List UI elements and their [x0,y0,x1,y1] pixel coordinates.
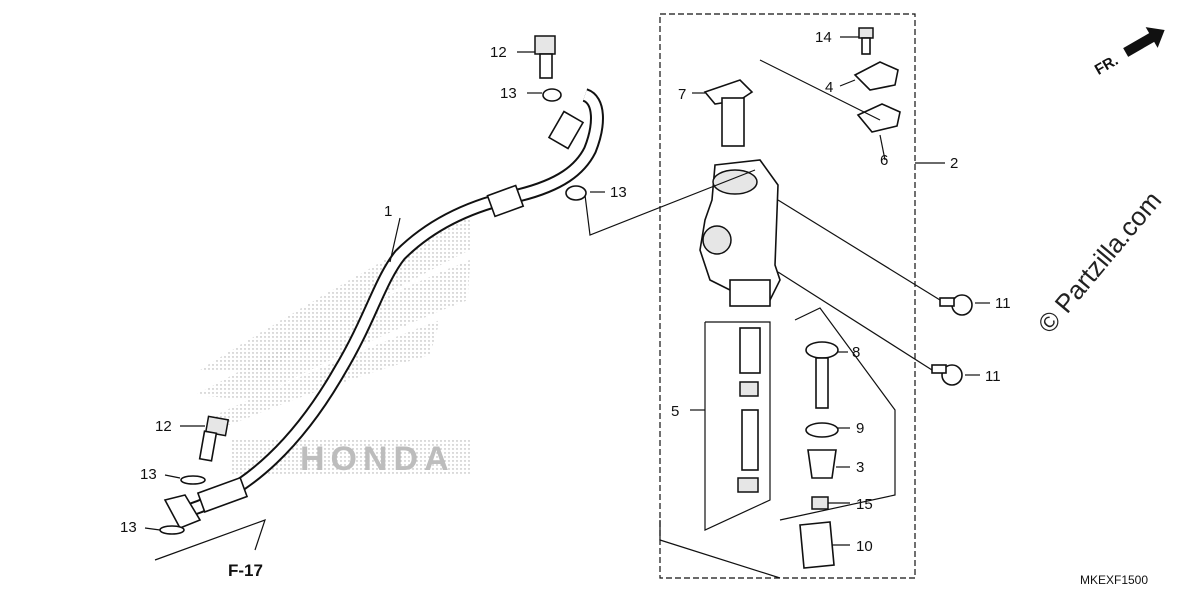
callout-15: 15 [856,496,873,513]
reference-label: F-17 [228,561,263,580]
sealing-washer-low1 [180,475,206,485]
direction-label: FR. [1092,52,1121,79]
circlip [805,422,839,438]
reservoir-gasket [856,103,901,133]
bolt-14-shank [861,37,871,55]
callout-6: 6 [880,152,888,169]
boot [807,449,837,479]
callout-13-low2: 13 [120,519,137,536]
reservoir-connector [703,79,754,147]
callout-13-mid: 13 [610,184,627,201]
bolt-14 [858,27,874,39]
callout-4: 4 [825,79,833,96]
callout-14: 14 [815,29,832,46]
bolt-11-b [931,364,963,386]
reservoir-cover [853,61,899,91]
watermark-text: © Partzilla.com [1032,185,1168,338]
callout-7: 7 [678,86,686,103]
sealing-washer-mid [565,185,587,201]
callout-3: 3 [856,459,864,476]
sealing-washer-low2 [159,525,185,535]
brake-hose [163,88,604,530]
banjo-bolt-top [534,35,556,79]
callout-9: 9 [856,420,864,437]
joint-nut [811,496,829,510]
callout-11-a: 11 [995,295,1011,312]
push-rod [805,341,839,409]
callout-8: 8 [852,344,860,361]
callout-13-top: 13 [500,85,517,102]
honda-wordmark: HONDA [300,440,455,478]
sealing-washer-top [542,88,562,102]
callout-13-low1: 13 [140,466,157,483]
callout-5: 5 [671,403,679,420]
push-rod-joint [799,521,835,569]
front-direction-indicator: FR. [1092,27,1165,79]
master-cylinder-body [699,159,781,307]
leader-lines [144,36,990,579]
callout-1: 1 [384,203,392,220]
diagram-code: MKEXF1500 [1080,573,1148,587]
assembly-outline [659,13,916,579]
honda-wing-logo [195,215,470,475]
callout-10: 10 [856,538,873,555]
callout-12-top: 12 [490,44,507,61]
callout-11-b: 11 [985,368,1001,385]
piston-kit [737,327,761,493]
callout-2: 2 [950,155,958,172]
bolt-11-a [939,294,973,316]
callout-12-low: 12 [155,418,172,435]
banjo-bolt-low [198,415,230,462]
